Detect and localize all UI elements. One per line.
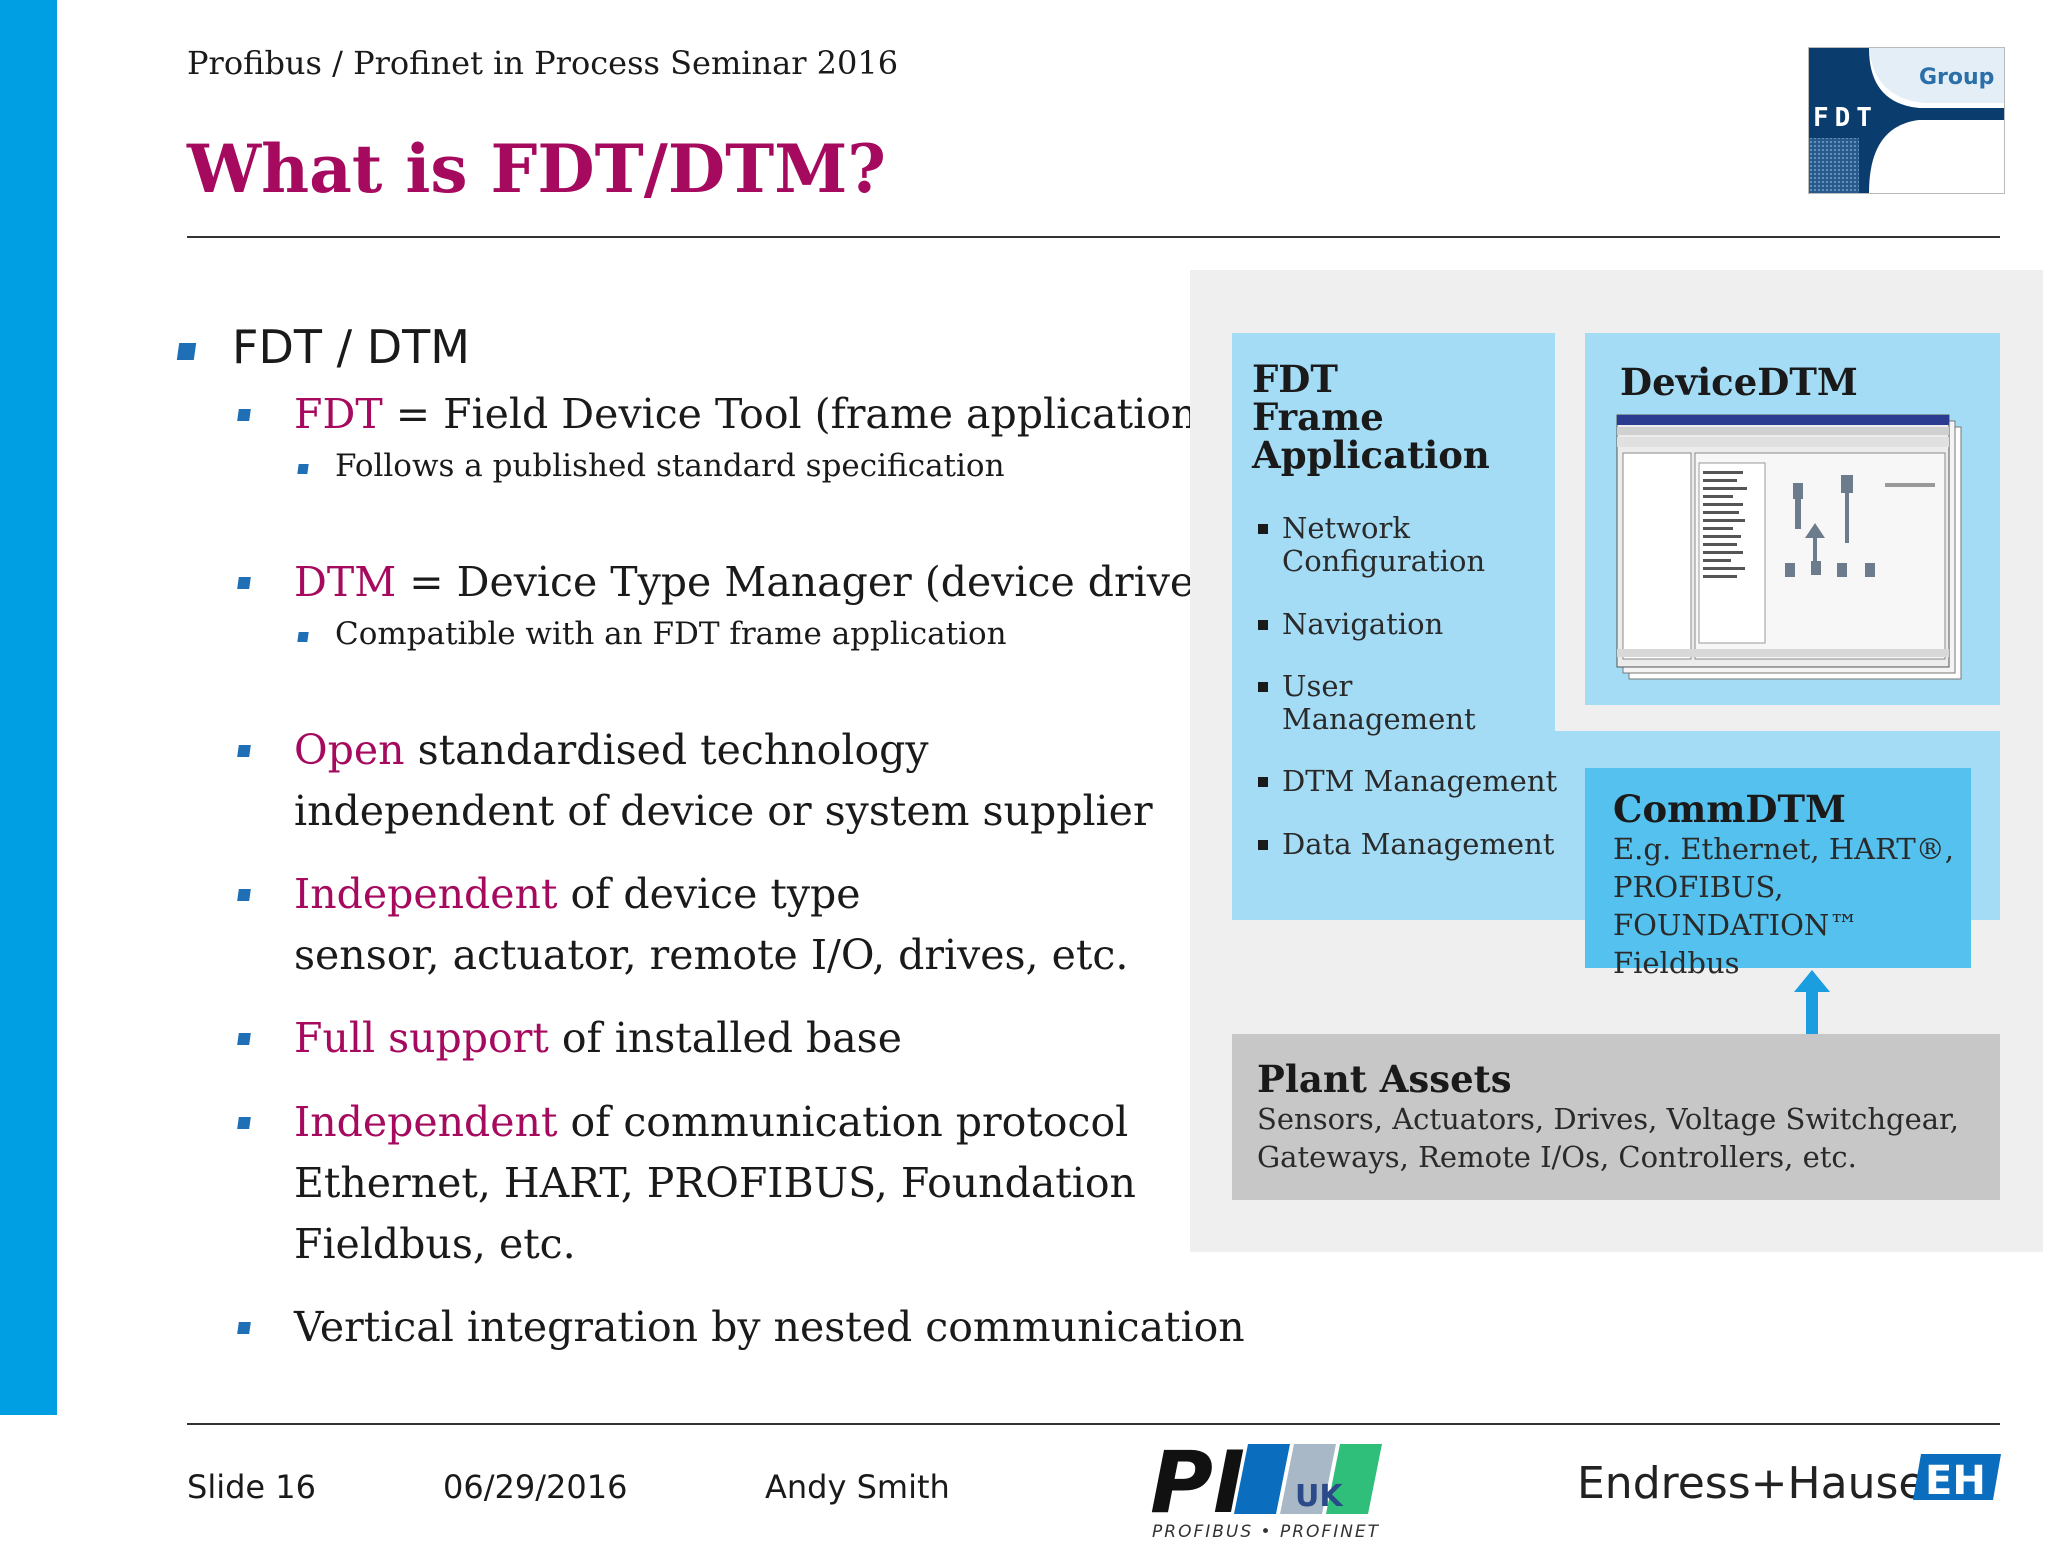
term-independent: Independent (294, 870, 558, 918)
dtm-definition: = Device Type Manager (device driver) (396, 558, 1230, 606)
pi-letters: PI (1150, 1440, 1245, 1533)
pi-uk: UK (1295, 1479, 1344, 1514)
bullet-marker (237, 577, 251, 589)
logo-word: Group (1919, 65, 1994, 90)
plant-assets-box: Plant Assets Sensors, Actuators, Drives,… (1232, 1034, 2000, 1200)
bullet-marker (237, 745, 251, 757)
bullet-marker (297, 464, 309, 474)
bullet-fdt: FDT = Field Device Tool (frame applicati… (294, 384, 1213, 445)
left-accent-bar (0, 0, 57, 1415)
frame-item-dtm-management: DTM Management (1257, 764, 1558, 798)
indep2-line2: Ethernet, HART, PROFIBUS, Foundation (294, 1159, 1136, 1207)
plant-assets-title: Plant Assets (1257, 1057, 1512, 1101)
frame-title: FDT Frame Application (1252, 360, 1490, 474)
term-open: Open (294, 726, 405, 774)
term-full-support: Full support (294, 1014, 549, 1062)
header-divider (187, 236, 2000, 238)
page-title: What is FDT/DTM? (187, 130, 886, 208)
bullet-marker (237, 1322, 251, 1334)
frame-title-line1: FDT (1252, 357, 1338, 401)
pi-tagline: PROFIBUS • PROFINET (1152, 1522, 1380, 1540)
plant-assets-list: Sensors, Actuators, Drives, Voltage Swit… (1257, 1100, 1959, 1176)
open-line2: independent of device or system supplier (294, 787, 1153, 835)
fdt-group-logo: Group FDT (1808, 47, 2005, 194)
frame-title-line2: Frame (1252, 395, 1384, 439)
bullet-vertical-integration: Vertical integration by nested communica… (294, 1303, 1245, 1351)
frame-title-line3: Application (1252, 433, 1490, 477)
device-dtm-screenshot (1616, 414, 1962, 680)
term-dtm: DTM (294, 558, 397, 606)
pi-uk-logo: PI UK PROFIBUS • PROFINET (1150, 1433, 1430, 1542)
bullet-fdt-dtm: FDT / DTM (232, 320, 470, 374)
logo-letters: FDT (1813, 103, 1878, 133)
bullet-marker (237, 889, 251, 901)
configuration-label: Configuration (1282, 544, 1486, 578)
comm-dtm-protocols: E.g. Ethernet, HART®, PROFIBUS, FOUNDATI… (1613, 830, 1971, 982)
user-label: User (1282, 669, 1353, 703)
device-dtm-box: DeviceDTM (1585, 333, 2000, 705)
comm-dtm-title: CommDTM (1613, 787, 1847, 831)
full-rest: of installed base (548, 1014, 902, 1062)
open-rest: standardised technology (404, 726, 929, 774)
frame-item-navigation: Navigation (1257, 607, 1444, 641)
frame-item-user-management: User Management (1258, 669, 1476, 736)
term-fdt: FDT (294, 390, 383, 438)
fdt-architecture-diagram: FDT Frame Application Network Configurat… (1190, 270, 2043, 1252)
term-independent: Independent (294, 1098, 558, 1146)
bullet-marker (297, 632, 309, 642)
comm-line3: FOUNDATION™ Fieldbus (1613, 908, 1859, 980)
frame-item-network: Network Configuration (1257, 511, 1486, 578)
bullet-independent-protocol: Independent of communication protocol Et… (294, 1092, 1136, 1275)
bullet-marker (237, 1033, 251, 1045)
bullet-dtm: DTM = Device Type Manager (device driver… (294, 552, 1230, 613)
slide-author: Andy Smith (765, 1468, 950, 1506)
comm-line1: E.g. Ethernet, HART®, (1613, 832, 1954, 866)
comm-line2: PROFIBUS, (1613, 870, 1784, 904)
bullet-full-support: Full support of installed base (294, 1008, 902, 1069)
plant-line1: Sensors, Actuators, Drives, Voltage Swit… (1257, 1102, 1959, 1136)
indep2-rest: of communication protocol (557, 1098, 1129, 1146)
comm-dtm-box: CommDTM E.g. Ethernet, HART®, PROFIBUS, … (1585, 768, 1971, 980)
bullet-marker (176, 343, 197, 360)
network-label: Network (1282, 511, 1410, 545)
plant-line2: Gateways, Remote I/Os, Controllers, etc. (1257, 1140, 1857, 1174)
endress-hauser-logo: Endress+Hauser EH (1575, 1450, 2005, 1510)
indep1-line2: sensor, actuator, remote I/O, drives, et… (294, 931, 1129, 979)
frame-item-data-management: Data Management (1257, 827, 1555, 861)
bullet-marker (237, 1117, 251, 1129)
bullet-dtm-sub: Compatible with an FDT frame application (335, 616, 1007, 652)
seminar-title: Profibus / Profinet in Process Seminar 2… (187, 44, 899, 82)
bullet-marker (237, 409, 251, 421)
slide-date: 06/29/2016 (443, 1468, 628, 1506)
management-label: Management (1282, 702, 1476, 736)
indep1-rest: of device type (557, 870, 861, 918)
bullet-open: Open standardised technology independent… (294, 720, 1153, 842)
fdt-definition: = Field Device Tool (frame application) (382, 390, 1214, 438)
bullet-independent-device: Independent of device type sensor, actua… (294, 864, 1128, 986)
indep2-line3: Fieldbus, etc. (294, 1220, 576, 1268)
footer-divider (187, 1423, 2000, 1425)
eh-wordmark: Endress+Hauser (1577, 1458, 1944, 1509)
bullet-fdt-sub: Follows a published standard specificati… (335, 448, 1005, 484)
double-arrow-icon (1794, 970, 1830, 1070)
eh-mark: EH (1925, 1458, 1986, 1504)
slide-number: Slide 16 (187, 1468, 316, 1506)
device-dtm-title: DeviceDTM (1620, 360, 1858, 404)
